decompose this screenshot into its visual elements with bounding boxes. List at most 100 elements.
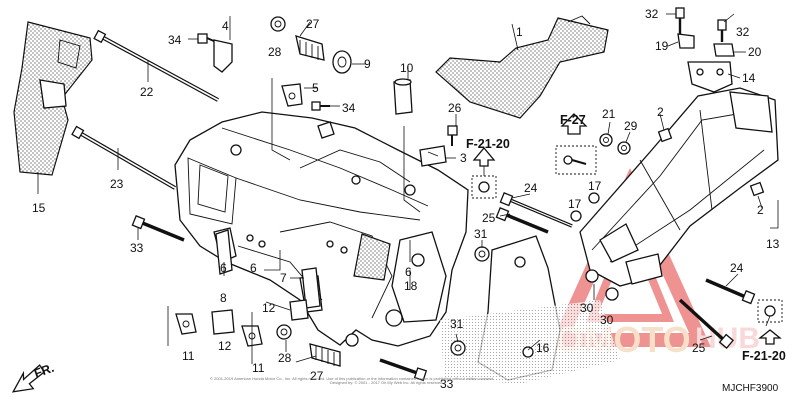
- ref-label-f2120-center: F-21-20: [466, 137, 510, 151]
- bolt-ref-box: [555, 145, 597, 175]
- part-25-bolt-upper: [495, 207, 549, 234]
- part-22-long-bolt: [93, 29, 219, 102]
- part-label: 23: [110, 177, 124, 191]
- part-10-collar: [393, 78, 413, 115]
- diagram-code: MJCHF3900: [722, 383, 779, 394]
- part-label: 28: [278, 351, 292, 365]
- part-label: 18: [404, 279, 418, 293]
- collar-ref-box-right: [757, 299, 783, 323]
- part-label: 13: [766, 237, 780, 251]
- part-label: 31: [450, 317, 464, 331]
- part-16-lower-panel: [440, 235, 620, 384]
- part-13-rear-subframe: [579, 87, 779, 287]
- copyright-line-1: © 2001-2019 American Honda Motor Co., In…: [210, 376, 494, 381]
- part-label: 21: [602, 107, 616, 121]
- part-label: 2: [657, 105, 664, 119]
- part-label: 5: [312, 81, 319, 95]
- part-32-bolt-left: [675, 7, 685, 34]
- ref-label-f2120-right: F-21-20: [742, 349, 786, 363]
- part-28-nut-top: [270, 16, 286, 32]
- part-label: 32: [736, 25, 750, 39]
- part-label: 22: [140, 85, 154, 99]
- part-15-side-cover: [13, 21, 93, 176]
- part-label: 19: [655, 39, 669, 53]
- part-label: 25: [692, 341, 706, 355]
- part-27-bolt-top: [295, 35, 325, 61]
- part-label: 33: [130, 241, 144, 255]
- part-label: 32: [645, 7, 659, 21]
- front-direction-arrow: FR.: [11, 361, 56, 393]
- part-11-clip-a: [175, 313, 197, 335]
- direction-label: FR.: [32, 361, 56, 381]
- part-label: 15: [32, 201, 46, 215]
- part-label: 17: [568, 197, 582, 211]
- part-20-clip: [713, 43, 735, 57]
- part-9-bushing: [332, 50, 352, 74]
- part-label: 4: [222, 19, 229, 33]
- part-32-bolt-right: [717, 19, 727, 42]
- part-label: 11: [252, 361, 265, 375]
- part-17-nuts: [570, 192, 600, 222]
- part-26-bolt: [447, 125, 458, 146]
- part-label: 17: [588, 179, 602, 193]
- part-label: 6: [220, 261, 227, 275]
- part-label: 33: [440, 377, 454, 391]
- part-12-grommet-a: [211, 309, 235, 335]
- ref-label-f27: F-27: [560, 113, 586, 127]
- part-7-rubber: [301, 267, 321, 309]
- part-label: 11: [182, 349, 195, 363]
- part-3-bracket: [419, 145, 447, 167]
- part-label: 9: [364, 57, 371, 71]
- part-label: 24: [730, 261, 744, 275]
- part-34-bolt-top: [197, 33, 217, 44]
- part-label: 20: [748, 45, 762, 59]
- part-label: 8: [220, 291, 227, 305]
- part-label: 3: [460, 151, 467, 165]
- part-28-nut-bottom: [276, 324, 292, 340]
- part-33-bolt-bottom: [379, 358, 428, 382]
- part-4-clip: [213, 39, 233, 73]
- ref-arrow-f2120-right: [758, 329, 782, 345]
- part-label: 6: [250, 261, 257, 275]
- part-25-bolt-lower: [678, 298, 734, 349]
- part-label: 2: [757, 203, 764, 217]
- part-30-collars: [585, 269, 619, 301]
- ref-arrow-f27: [560, 113, 588, 135]
- part-5-clip: [281, 83, 303, 107]
- part-21-nut: [599, 133, 613, 147]
- part-2-marks: [657, 127, 765, 197]
- part-label: 30: [600, 313, 614, 327]
- part-24-bolt-lower: [705, 278, 756, 305]
- part-23-long-bolt: [71, 125, 176, 190]
- part-label: 7: [280, 271, 287, 285]
- part-label: 25: [482, 211, 496, 225]
- part-label: 29: [624, 119, 638, 133]
- part-14-bracket: [687, 61, 733, 93]
- leader-lines: [37, 13, 779, 364]
- part-label: 27: [306, 17, 320, 31]
- part-31-nut-top: [474, 246, 490, 262]
- part-33-bolt-left: [131, 215, 185, 242]
- part-29-washer: [617, 141, 631, 155]
- part-31-nut-bottom: [450, 340, 466, 356]
- part-1-top-plate: [435, 15, 609, 119]
- part-label: 12: [262, 301, 276, 315]
- part-label: 34: [168, 33, 182, 47]
- part-27-bolt-bottom: [309, 343, 341, 367]
- part-label: 34: [342, 101, 356, 115]
- part-label: 31: [474, 227, 488, 241]
- part-labels: 1 2 2 3 4 5 6 6 6 7 8 9 10 11 11 12 12 1…: [32, 7, 780, 391]
- part-label: 12: [218, 339, 232, 353]
- part-label: 24: [524, 181, 538, 195]
- part-label: 26: [448, 101, 462, 115]
- ref-arrow-f2120-center: [472, 146, 496, 167]
- collar-ref-box: [471, 175, 497, 199]
- part-label: 28: [268, 45, 282, 59]
- part-label: 27: [310, 369, 324, 383]
- part-12-grommet-b: [289, 299, 309, 321]
- part-label: 6: [405, 265, 412, 279]
- copyright-line-2: Designed by: © 2001 - 2017 Oh My Web Inc…: [330, 380, 444, 385]
- part-label: 30: [580, 301, 594, 315]
- part-24-bolt-upper: [499, 192, 573, 228]
